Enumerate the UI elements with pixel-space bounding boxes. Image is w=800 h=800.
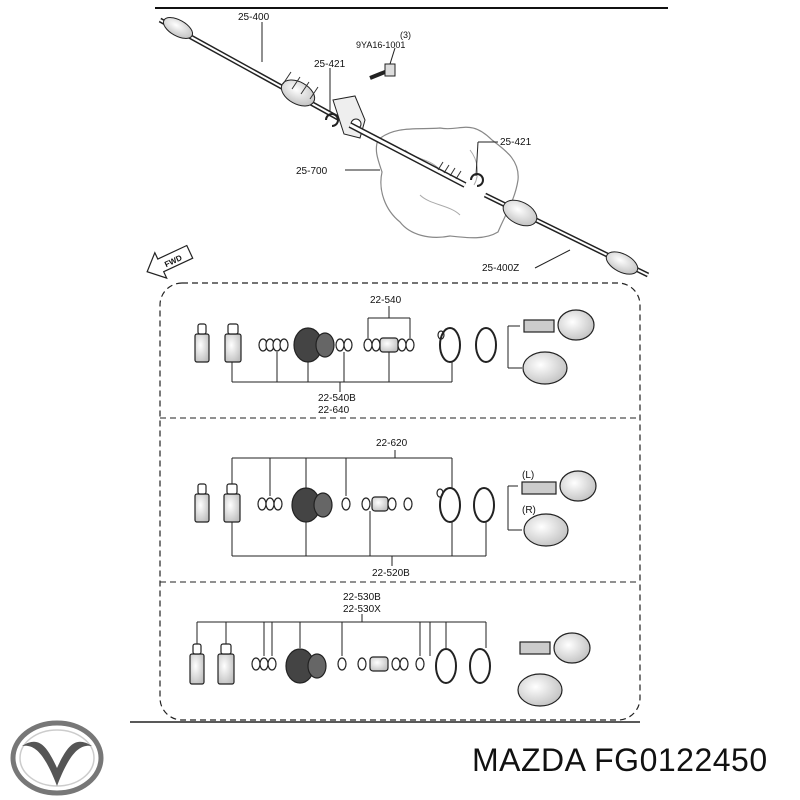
section2-left-joint-label: (L): [522, 470, 534, 481]
circlip-right: [470, 173, 484, 187]
label-bolt: 9YA16-1001: [356, 40, 405, 50]
top-leader-lines: [261, 22, 571, 269]
section-3: 22-530B 22-530X: [189, 592, 591, 707]
fwd-arrow: FWD: [146, 244, 194, 280]
section2-top-label: 22-620: [376, 438, 408, 449]
section3-top-label-2: 22-530X: [343, 604, 381, 615]
intermediate-shaft: [348, 122, 467, 188]
circlip-left: [325, 113, 339, 127]
section2-bottom-label: 22-520B: [372, 568, 410, 579]
bolt: [369, 63, 396, 80]
section-2: 22-620 22-520B (L) (R): [194, 438, 597, 579]
section1-bottom-label-2: 22-640: [318, 405, 350, 416]
section-1: 22-540 22-540B 22-640: [194, 295, 595, 416]
label-shaft-left: 25-400: [238, 12, 270, 23]
kit-panel: [159, 282, 641, 721]
label-intermediate-shaft: 25-700: [296, 166, 328, 177]
section3-top-label-1: 22-530B: [343, 592, 381, 603]
section1-bottom-label-1: 22-540B: [318, 393, 356, 404]
left-drive-shaft: [158, 17, 340, 121]
label-shaft-right: 25-400Z: [482, 263, 519, 274]
part-number-title: MAZDA FG0122450: [472, 742, 768, 778]
label-bolt-ref: (3): [400, 30, 411, 40]
mazda-logo: [10, 720, 104, 796]
right-drive-shaft: [483, 192, 650, 278]
label-clip-left: 25-421: [314, 59, 346, 70]
section2-right-joint-label: (R): [522, 505, 536, 516]
transmission-outline: [375, 126, 519, 239]
section1-top-label: 22-540: [370, 295, 402, 306]
label-clip-right: 25-421: [500, 137, 532, 148]
